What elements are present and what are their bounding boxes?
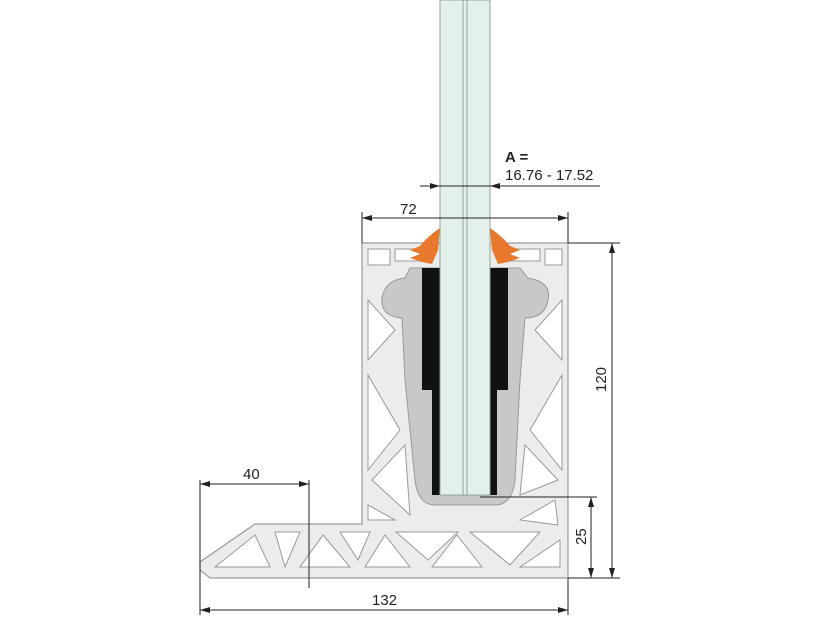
- left-gasket: [422, 268, 440, 495]
- svg-text:72: 72: [400, 201, 417, 218]
- left-seal: [410, 228, 440, 264]
- dimension-glass-thickness: A = 16.76 - 17.52: [420, 149, 600, 189]
- dimension-height: 120: [568, 242, 620, 579]
- dimension-foot-width: 40: [199, 466, 310, 615]
- svg-text:25: 25: [573, 528, 590, 545]
- svg-text:120: 120: [593, 367, 610, 392]
- dimension-top-width: 72: [361, 201, 569, 243]
- laminated-glass-panel: [439, 0, 491, 496]
- svg-text:40: 40: [243, 466, 260, 483]
- right-gasket: [490, 268, 508, 495]
- glass-dimension-label: A =: [505, 149, 528, 166]
- dimension-total-width: 132: [200, 578, 569, 615]
- svg-text:132: 132: [372, 592, 397, 609]
- dimension-inner-height: 25: [480, 496, 597, 578]
- glass-dimension-range: 16.76 - 17.52: [505, 167, 593, 184]
- right-seal: [490, 228, 520, 264]
